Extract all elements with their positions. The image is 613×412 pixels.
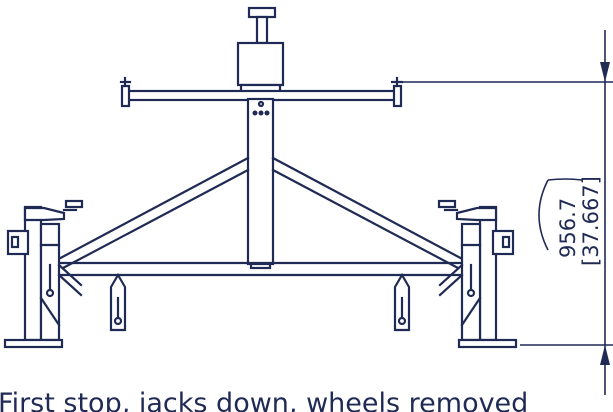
base-pin-left	[109, 272, 127, 332]
base-pin-right	[393, 272, 411, 332]
dimension-bracket-open	[538, 179, 549, 251]
dimension-lines	[402, 30, 613, 395]
top-handle	[247, 6, 277, 45]
right-diagonal-brace	[271, 156, 470, 270]
mast-head-box	[236, 41, 285, 95]
dimension-metric: 956.7	[556, 198, 580, 258]
right-jack	[437, 199, 518, 349]
mast-column	[246, 97, 275, 270]
left-diagonal-brace	[51, 156, 250, 270]
caption: First stop, jacks down, wheels removed	[0, 388, 528, 412]
left-jack	[3, 199, 84, 349]
base-beam	[50, 261, 472, 277]
dimension-imperial: [37.667]	[579, 176, 603, 266]
dimension-bracket-close	[547, 178, 583, 181]
